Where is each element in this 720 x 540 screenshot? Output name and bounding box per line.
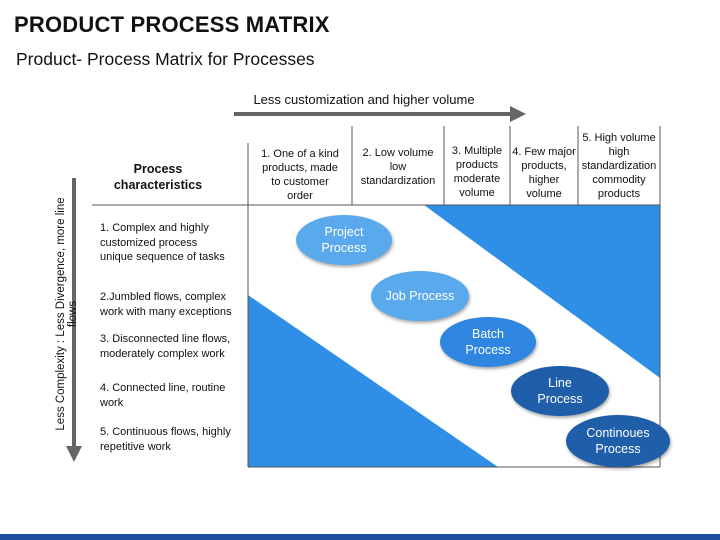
page-subtitle: Product- Process Matrix for Processes	[16, 49, 315, 69]
line-process-bubble: Line Process	[511, 366, 609, 416]
side-arrow-label: Less Complexity : Less Divergence, more …	[55, 197, 79, 431]
row-label-2: 2.Jumbled flows, complex work with many …	[100, 291, 232, 318]
column-header-1: 1. One of a kind products, made to custo…	[261, 148, 339, 202]
bottom-bar	[0, 534, 720, 540]
column-header-5: 5. High volume high standardization comm…	[581, 132, 657, 200]
batch-process-bubble: Batch Process	[440, 317, 536, 367]
side-arrow	[66, 178, 82, 462]
lower-left-triangle	[248, 295, 498, 467]
project-process-bubble: Project Process	[296, 215, 392, 265]
row-label-1: 1. Complex and highly customized process…	[100, 222, 225, 263]
grid-lines	[92, 126, 661, 468]
page-title: PRODUCT PROCESS MATRIX	[14, 12, 330, 37]
top-arrow	[234, 106, 526, 122]
upper-right-band	[424, 205, 660, 378]
continuous-process-bubble: Continoues Process	[566, 415, 670, 467]
column-header-2: 2. Low volume low standardization	[360, 147, 436, 187]
job-process-bubble: Job Process	[371, 271, 469, 321]
column-header-4: 4. Few major products, higher volume	[512, 146, 576, 200]
process-characteristics-header: Process characteristics	[113, 162, 203, 192]
row-label-5: 5. Continuous flows, highly repetitive w…	[100, 426, 231, 453]
top-arrow-label: Less customization and higher volume	[253, 92, 475, 107]
row-label-3: 3. Disconnected line flows, moderately c…	[100, 333, 231, 360]
column-header-3: 3. Multiple products moderate volume	[451, 145, 503, 199]
row-label-4: 4. Connected line, routine work	[100, 382, 226, 409]
